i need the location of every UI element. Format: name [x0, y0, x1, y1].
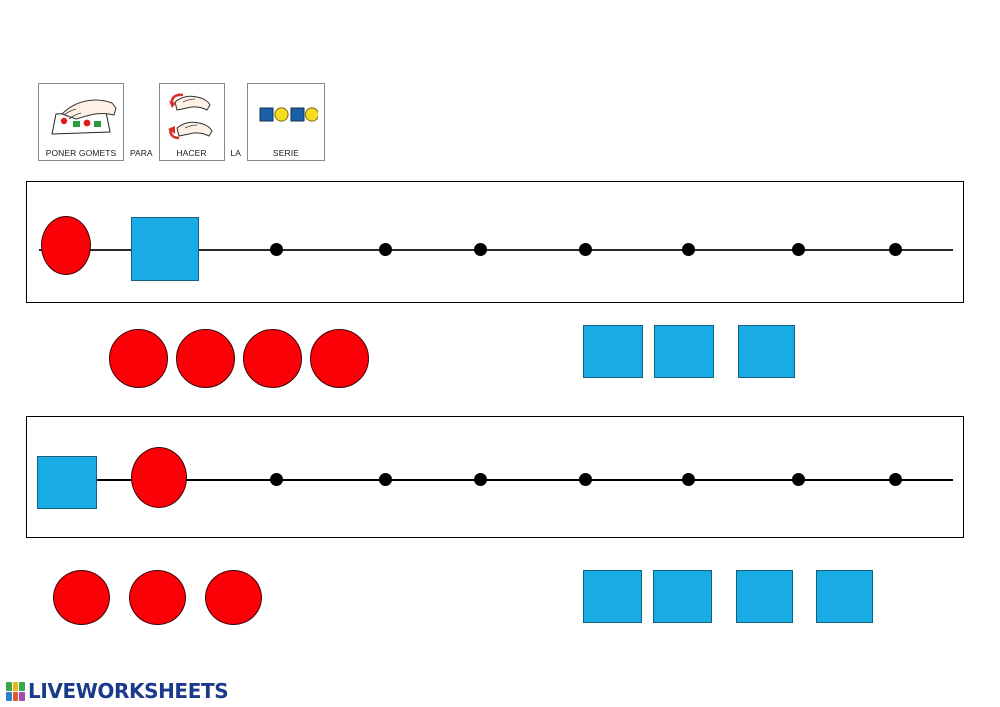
logo-tile: [12, 681, 19, 691]
logo-tile: [19, 681, 25, 691]
exercise-row-1: [26, 181, 964, 303]
pictogram-card-serie: SERIE: [246, 83, 325, 161]
sticker-blue-square[interactable]: [736, 570, 793, 623]
given-shape-blue-square: [37, 456, 97, 509]
sentence-strip: PONER GOMETS PARA HACER LA: [38, 83, 325, 161]
sentence-word-para: PARA: [130, 147, 153, 158]
drop-slot-dot[interactable]: [379, 243, 392, 256]
sticker-bank-blue-squares-1: [583, 325, 795, 378]
sticker-red-circle[interactable]: [53, 570, 110, 625]
sticker-bank-red-circles-2: [53, 570, 262, 625]
sticker-red-circle[interactable]: [243, 329, 302, 388]
sticker-blue-square[interactable]: [583, 325, 643, 378]
series-pattern-icon: [248, 84, 324, 147]
drop-slot-dot[interactable]: [474, 243, 487, 256]
drop-slot-dot[interactable]: [792, 243, 805, 256]
drop-slot-dot[interactable]: [270, 243, 283, 256]
pictogram-card-poner-gomets: PONER GOMETS: [38, 83, 124, 161]
drop-slot-dot[interactable]: [682, 473, 695, 486]
liveworksheets-logo[interactable]: LIVEWORKSHEETS: [6, 679, 229, 703]
sticker-red-circle[interactable]: [129, 570, 186, 625]
pictogram-label: SERIE: [272, 148, 299, 158]
sentence-word-la: LA: [230, 147, 241, 158]
sticker-bank-red-circles-1: [109, 329, 369, 388]
logo-tile: [19, 691, 25, 701]
sticker-blue-square[interactable]: [816, 570, 873, 623]
logo-tile: [6, 691, 12, 701]
sticker-red-circle[interactable]: [109, 329, 168, 388]
pictogram-card-hacer: HACER: [158, 83, 225, 161]
sticker-red-circle[interactable]: [176, 329, 235, 388]
exercise-row-2: [26, 416, 964, 538]
logo-tile: [6, 681, 12, 691]
pictogram-label: HACER: [176, 148, 207, 158]
series-baseline: [39, 479, 953, 481]
given-shape-red-circle: [131, 447, 187, 508]
drop-slot-dot[interactable]: [579, 473, 592, 486]
drop-slot-dot[interactable]: [579, 243, 592, 256]
logo-grid-icon: [6, 681, 25, 701]
sticker-blue-square[interactable]: [583, 570, 642, 623]
drop-slot-dot[interactable]: [379, 473, 392, 486]
logo-tile: [12, 691, 19, 701]
given-shape-blue-square: [131, 217, 199, 281]
logo-wordmark: LIVEWORKSHEETS: [28, 679, 229, 703]
drop-slot-dot[interactable]: [474, 473, 487, 486]
sticker-blue-square[interactable]: [738, 325, 795, 378]
drop-slot-dot[interactable]: [792, 473, 805, 486]
pictogram-label: PONER GOMETS: [45, 148, 117, 158]
hand-placing-stickers-icon: [39, 84, 123, 147]
series-baseline: [39, 249, 953, 251]
given-shape-red-circle: [41, 216, 91, 275]
drop-slot-dot[interactable]: [682, 243, 695, 256]
sticker-red-circle[interactable]: [205, 570, 262, 625]
drop-slot-dot[interactable]: [889, 473, 902, 486]
drop-slot-dot[interactable]: [270, 473, 283, 486]
sticker-blue-square[interactable]: [653, 570, 712, 623]
sticker-bank-blue-squares-2: [583, 570, 873, 623]
two-hands-making-icon: [160, 84, 224, 147]
sticker-blue-square[interactable]: [654, 325, 714, 378]
sticker-red-circle[interactable]: [310, 329, 369, 388]
drop-slot-dot[interactable]: [889, 243, 902, 256]
